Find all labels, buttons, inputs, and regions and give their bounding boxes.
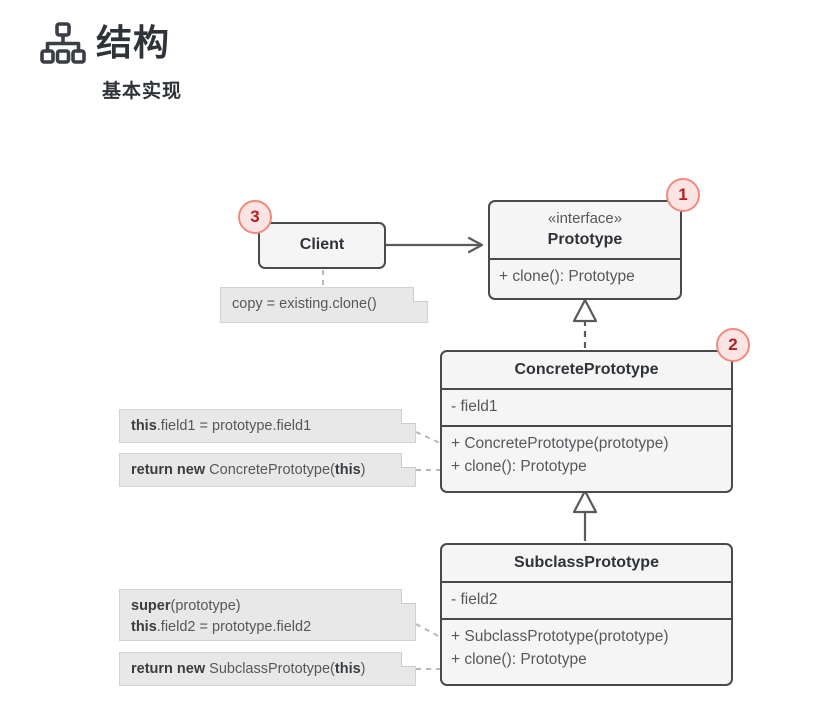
note-line: copy = existing.clone() [232,296,377,312]
uml-methods-concreteprototype: + ConcretePrototype(prototype) + clone()… [442,427,731,485]
note-fold-icon [413,287,428,302]
note-connector-subclass-ctor [415,623,441,638]
uml-stereotype: «interface» [547,210,623,227]
step-badge-3: 3 [238,200,272,234]
step-badge-2: 2 [716,328,750,362]
compartment-divider [490,257,680,260]
uml-method: + ConcretePrototype(prototype) [451,434,669,452]
note-connector-concrete-ctor [415,431,441,444]
note-fold-icon [401,409,416,424]
uml-class-concreteprototype-title: ConcretePrototype [514,361,659,378]
uml-field: - field2 [451,591,498,608]
uml-class-prototype[interactable]: «interface» Prototype + clone(): Prototy… [488,200,682,300]
note-concreteprototype-constructor: this.field1 = prototype.field1 [119,409,416,443]
page-subtitle: 基本实现 [102,81,183,102]
compartment-divider [442,424,731,427]
compartment-divider [442,388,731,390]
note-line: super(prototype) [131,598,241,614]
note-line: return new SubclassPrototype(this) [131,661,366,677]
edge-concreteprototype-to-prototype [572,298,598,348]
edge-subclassprototype-to-concreteprototype [572,489,598,541]
note-line: return new ConcretePrototype(this) [131,462,366,478]
uml-class-subclassprototype[interactable]: SubclassPrototype - field2 + SubclassPro… [440,543,733,686]
uml-fields-concreteprototype: - field1 [442,390,731,425]
uml-class-client-title: Client [299,236,345,253]
uml-fields-subclassprototype: - field2 [442,583,731,618]
note-fold-icon [401,453,416,468]
uml-class-subclassprototype-title: SubclassPrototype [514,554,659,571]
uml-field: - field1 [451,398,498,415]
sitemap-icon [40,22,86,64]
note-client-copy: copy = existing.clone() [220,287,428,323]
uml-methods-subclassprototype: + SubclassPrototype(prototype) + clone()… [442,620,731,678]
note-fold-icon [401,652,416,667]
uml-method: + clone(): Prototype [451,650,587,668]
note-subclassprototype-constructor: super(prototype) this.field2 = prototype… [119,589,416,641]
note-concreteprototype-clone: return new ConcretePrototype(this) [119,453,416,487]
compartment-divider [442,617,731,620]
step-badge-1: 1 [666,178,700,212]
uml-class-name: Prototype [547,230,623,248]
uml-class-concreteprototype[interactable]: ConcretePrototype - field1 + ConcretePro… [440,350,733,493]
uml-class-client[interactable]: Client [258,222,386,269]
header-row: 结构 [40,22,440,64]
page-header: 结构 基本实现 [40,22,440,103]
note-subclassprototype-clone: return new SubclassPrototype(this) [119,652,416,686]
uml-method: + clone(): Prototype [499,267,635,285]
uml-method: + SubclassPrototype(prototype) [451,627,669,645]
edge-client-to-prototype [386,236,484,254]
page-title: 结构 [96,22,171,63]
note-fold-icon [401,589,416,604]
uml-methods-prototype: + clone(): Prototype [490,260,680,295]
compartment-divider [442,581,731,583]
uml-class-prototype-title: «interface» Prototype [490,202,680,258]
uml-method: + clone(): Prototype [451,457,587,475]
note-line: this.field1 = prototype.field1 [131,418,312,434]
note-line: this.field2 = prototype.field2 [131,619,312,636]
